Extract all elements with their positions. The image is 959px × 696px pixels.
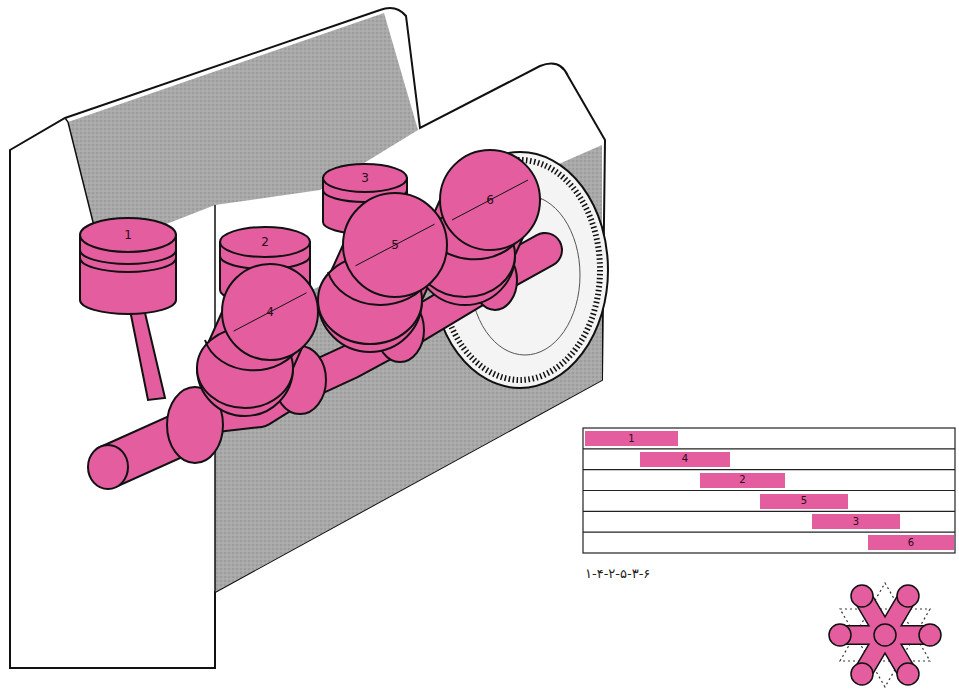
piston-crown-node: 2 <box>220 227 310 257</box>
piston-crown-node: 6 <box>440 150 540 250</box>
firing-bar: 2 <box>700 473 785 488</box>
piston-crown-node: 3 <box>323 164 407 192</box>
piston-crown-node: 5 <box>343 193 447 297</box>
firing-bar: 5 <box>760 494 848 509</box>
cylinder-number: 2 <box>739 475 745 485</box>
callout-number: 5 <box>391 239 399 251</box>
crank-throw-diagram <box>829 583 941 687</box>
piston <box>80 235 176 400</box>
firing-chart-grid <box>583 428 955 553</box>
callout-number: 1 <box>124 229 132 241</box>
firing-bar: 3 <box>812 514 900 529</box>
callout-number: 3 <box>361 172 369 184</box>
callout-number: 2 <box>261 236 269 248</box>
callout-number: 6 <box>486 194 494 206</box>
cylinder-number: 4 <box>682 454 688 464</box>
cylinder-number: 1 <box>628 434 634 444</box>
cylinder-number: 3 <box>853 517 859 527</box>
firing-order: ۱-۴-۲-۵-۳-۶ <box>585 566 650 581</box>
firing-bar: 1 <box>585 431 678 446</box>
piston-crown-node: 1 <box>80 218 176 252</box>
callout-number: 4 <box>266 306 274 318</box>
piston-crown-node: 4 <box>222 264 318 360</box>
firing-bar: 6 <box>868 535 954 550</box>
cylinder-number: 5 <box>801 496 807 506</box>
cylinder-number: 6 <box>908 538 914 548</box>
firing-bar: 4 <box>640 452 730 467</box>
